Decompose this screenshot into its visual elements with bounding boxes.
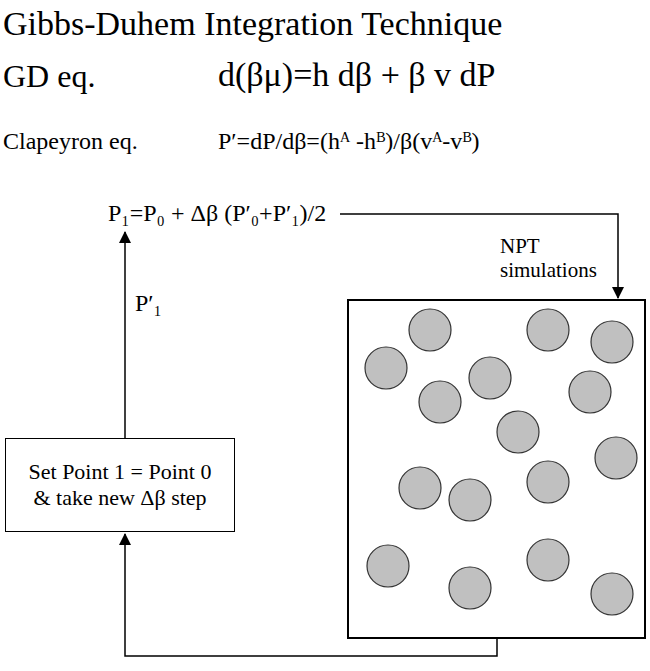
label-text: GD eq. <box>3 58 95 94</box>
flow-arrow <box>340 214 618 298</box>
step-label: NPT simulations <box>500 234 608 282</box>
particle <box>569 371 611 413</box>
arrow-label: P′₁ <box>135 290 162 318</box>
box-text: Set Point 1 = Point 0 & take new Δβ step <box>18 459 222 512</box>
particle <box>365 347 407 389</box>
particle <box>449 567 491 609</box>
label-text: P′₁ <box>135 290 162 316</box>
particle <box>419 381 461 423</box>
equation: P₁=P₀ + Δβ (P′₀+P′₁)/2 <box>108 200 326 228</box>
particle <box>449 479 491 521</box>
particle <box>399 467 441 509</box>
equation: d(βμ)=h dβ + β v dP <box>218 55 496 94</box>
equation-name: Clapeyron eq. <box>3 128 138 156</box>
particle <box>409 309 451 351</box>
particle <box>527 309 569 351</box>
label-text: P₁=P₀ + Δβ (P′₀+P′₁)/2 <box>108 200 326 226</box>
equation: P′=dP/dβ=(hᴬ -hᴮ)/β(vᴬ-vᴮ) <box>218 128 480 156</box>
particle <box>527 539 569 581</box>
particle-group <box>365 309 637 615</box>
label-text: Clapeyron eq. <box>3 128 138 154</box>
label-text: NPT simulations <box>500 234 597 282</box>
update-arrow <box>124 232 126 438</box>
process-box: Set Point 1 = Point 0 & take new Δβ step <box>5 438 235 532</box>
label-text: d(βμ)=h dβ + β v dP <box>218 56 496 93</box>
particle <box>469 357 511 399</box>
title: Gibbs-Duhem Integration Technique <box>3 4 502 43</box>
title-text: Gibbs-Duhem Integration Technique <box>3 5 502 42</box>
particle <box>367 545 409 587</box>
simulation-box <box>348 300 645 638</box>
return-arrow <box>125 534 497 656</box>
label-text: P′=dP/dβ=(hᴬ -hᴮ)/β(vᴬ-vᴮ) <box>218 128 480 154</box>
particle <box>497 411 539 453</box>
equation-name: GD eq. <box>3 58 95 95</box>
particle <box>595 437 637 479</box>
particle <box>527 461 569 503</box>
particle <box>591 321 633 363</box>
particle <box>591 573 633 615</box>
